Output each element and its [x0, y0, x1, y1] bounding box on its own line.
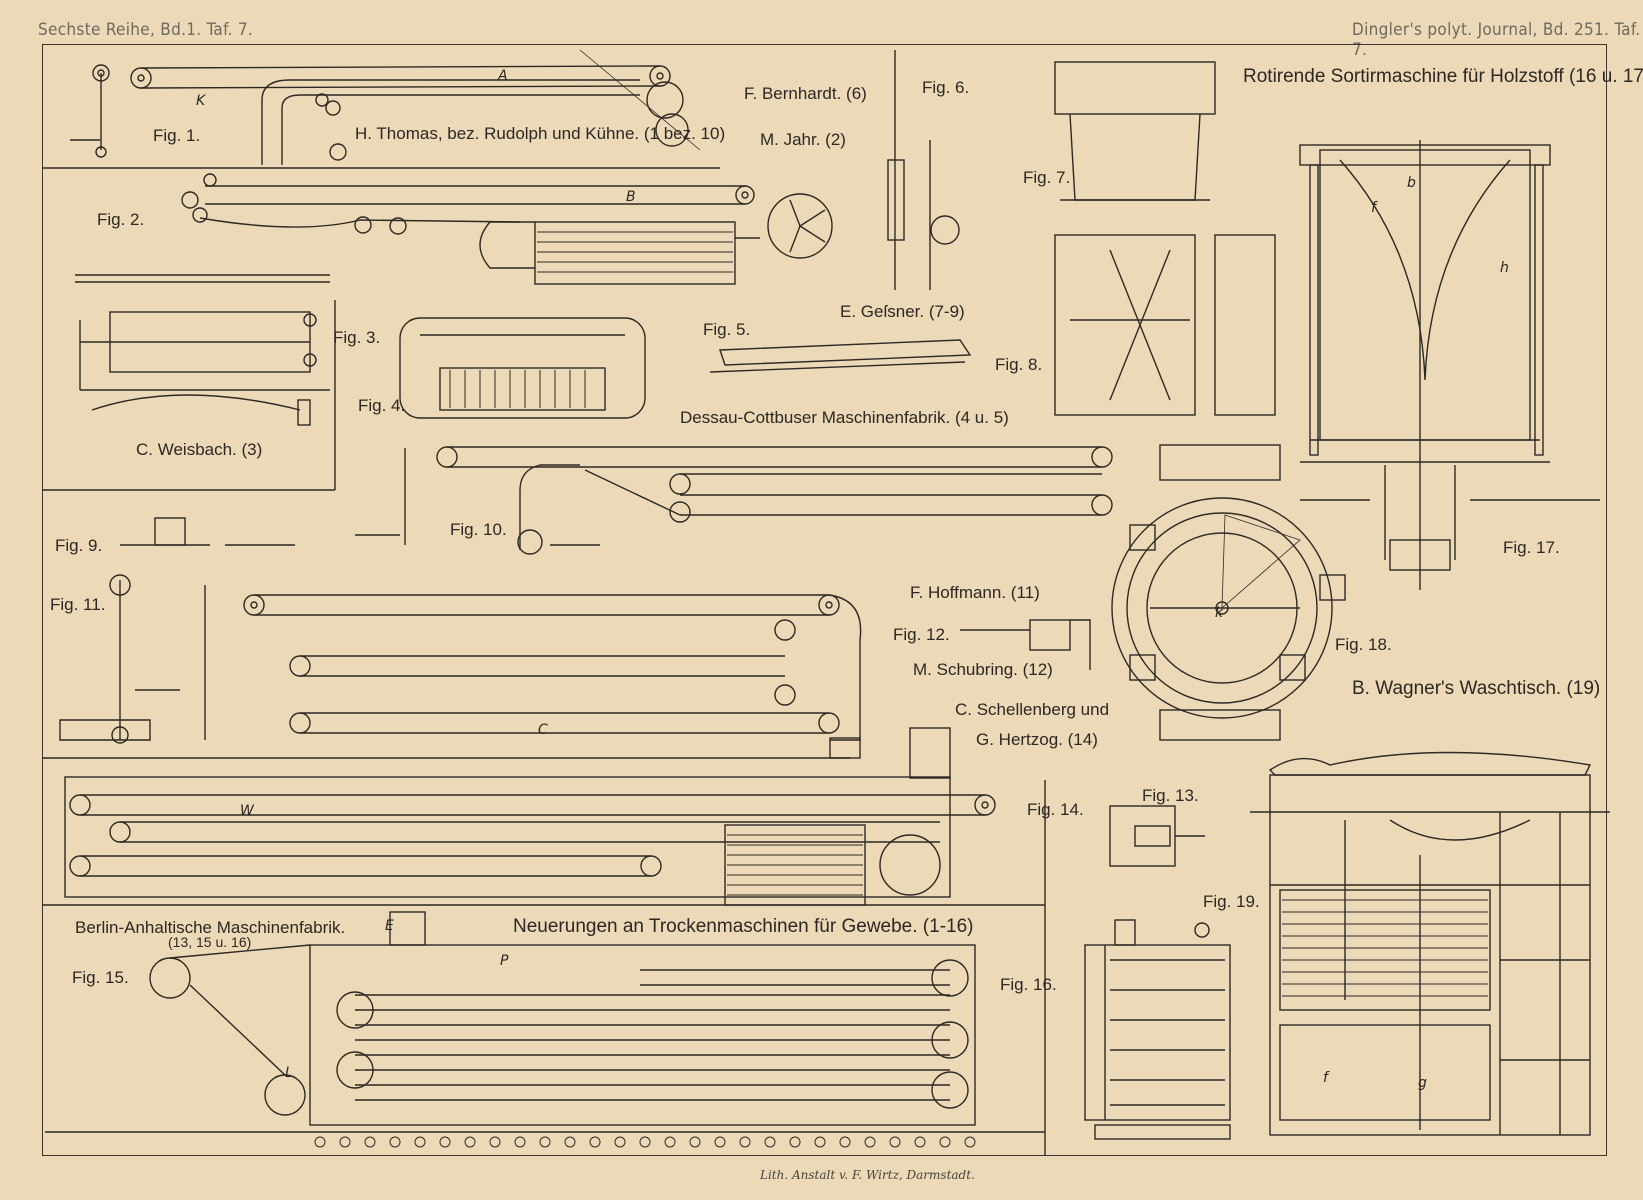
fig11-drawing [59, 574, 862, 759]
callout-B: B [626, 189, 636, 205]
maker-schellenberg-line1: C. Schellenberg und [955, 700, 1110, 719]
fig7-label: Fig. 7. [1023, 168, 1071, 187]
plate-frame [42, 44, 1607, 1156]
maker-gessner: E. Geſsner. (7-9) [840, 302, 965, 321]
callout-C: C [538, 722, 548, 738]
fig19-drawing [1250, 751, 1610, 1136]
fig13-label: Fig. 13. [1142, 786, 1199, 805]
fig6-drawing [887, 50, 960, 290]
fig10-drawing [355, 446, 1113, 555]
fig16-drawing [1084, 919, 1231, 1140]
maker-wagner: B. Wagner's Waschtisch. (19) [1352, 678, 1601, 699]
maker-berlin-figs: (13, 15 u. 16) [168, 934, 252, 950]
callout-k: k [1215, 605, 1224, 621]
fig9-drawing [120, 517, 295, 546]
fig6-label: Fig. 6. [922, 78, 970, 97]
header-left: Sechste Reihe, Bd.1. Taf. 7. [38, 20, 254, 40]
callout-P: P [500, 953, 509, 969]
callout-W: W [240, 803, 254, 819]
fig10-label: Fig. 10. [450, 520, 507, 539]
maker-dessau: Dessau-Cottbuser Maschinenfabrik. (4 u. … [680, 408, 1009, 427]
fig11-label: Fig. 11. [50, 595, 106, 614]
fig9-label: Fig. 9. [55, 536, 103, 555]
fig3-drawing [79, 311, 330, 426]
maker-schellenberg-line2: G. Hertzog. (14) [976, 730, 1098, 749]
fig15-label: Fig. 15. [72, 968, 129, 987]
fig5-drawing [709, 339, 972, 373]
fig2-label: Fig. 2. [97, 210, 145, 229]
callout-b: b [1407, 175, 1416, 191]
fig4-drawing [399, 317, 646, 419]
fig17-drawing [1299, 140, 1600, 590]
lithographer-imprint: Lith. Anstalt v. F. Wirtz, Darmstadt. [760, 1168, 975, 1182]
maker-hoffmann: F. Hoffmann. (11) [910, 583, 1040, 602]
fig1-drawing [70, 49, 701, 165]
fig16-label: Fig. 16. [1000, 975, 1057, 994]
fig1-label: Fig. 1. [153, 126, 201, 145]
fig19-label: Fig. 19. [1203, 892, 1260, 911]
fig13-drawing [1109, 805, 1205, 867]
callout-K: K [196, 93, 206, 109]
callout-f: f [1371, 200, 1376, 216]
maker-weisbach: C. Weisbach. (3) [136, 440, 263, 459]
fig12-label: Fig. 12. [893, 625, 950, 644]
callout-f-fig19: f [1323, 1070, 1328, 1086]
fig17-label: Fig. 17. [1503, 538, 1560, 557]
callout-A: A [498, 68, 508, 84]
fig8-drawing [1054, 234, 1276, 416]
fig7-drawing [1054, 61, 1216, 201]
fig12-drawing [960, 619, 1091, 670]
callout-E: E [385, 918, 394, 934]
fig18-label: Fig. 18. [1335, 635, 1392, 654]
fig5-label: Fig. 5. [703, 320, 751, 339]
callout-h: h [1500, 260, 1509, 276]
maker-bernhardt: F. Bernhardt. (6) [744, 84, 867, 103]
fig3-label: Fig. 3. [333, 328, 381, 347]
maker-jahr: M. Jahr. (2) [760, 130, 846, 149]
header-right: Dingler's polyt. Journal, Bd. 251. Taf. … [1352, 20, 1641, 60]
fig4-label: Fig. 4. [358, 396, 406, 415]
fig14-label: Fig. 14. [1027, 800, 1084, 819]
maker-schubring: M. Schubring. (12) [913, 660, 1053, 679]
fig2-drawing [75, 173, 833, 285]
fig8-label: Fig. 8. [995, 355, 1043, 374]
title-sortiermaschine: Rotirende Sortirmaschine für Holzstoff (… [1243, 66, 1643, 87]
maker-berlin: Berlin-Anhaltische Maschinenfabrik. [75, 918, 346, 937]
fig14-drawing [64, 727, 996, 906]
title-trockenmaschinen: Neuerungen an Trockenmaschinen für Geweb… [513, 916, 974, 937]
fig15-drawing [45, 911, 1045, 1148]
maker-thomas: H. Thomas, bez. Rudolph und Kühne. (1 be… [355, 124, 726, 143]
fig18-drawing [1111, 444, 1346, 741]
callout-g-fig19: g [1418, 1075, 1427, 1091]
callout-L: L [285, 1065, 293, 1081]
